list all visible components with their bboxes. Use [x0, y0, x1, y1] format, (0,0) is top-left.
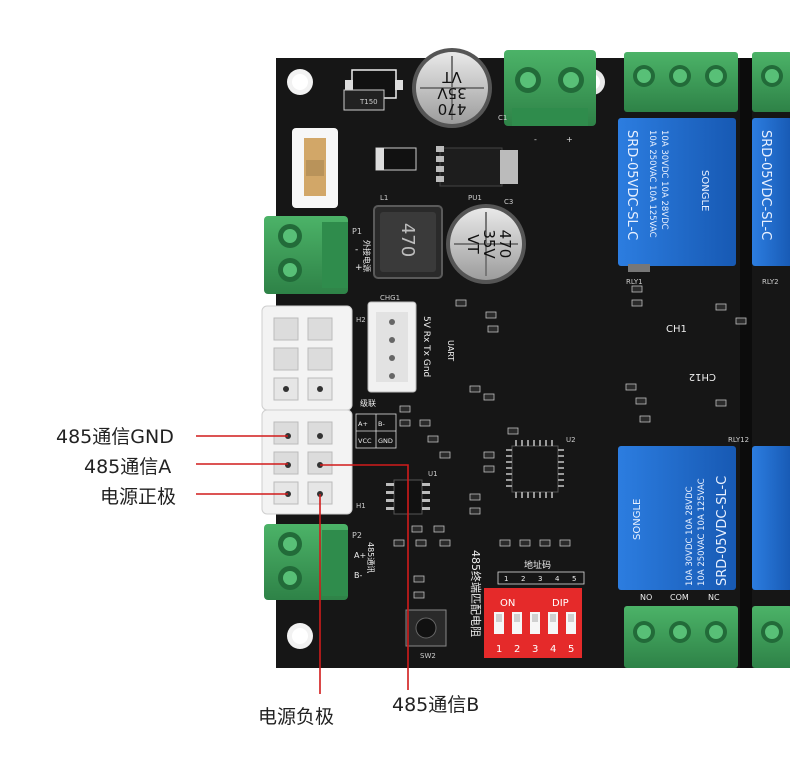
uart-pins-label: 5V Rx Tx Gnd — [421, 316, 431, 377]
dip-num-4: 4 — [550, 644, 556, 655]
callout-485-a: 485通信A — [84, 456, 172, 478]
dip-num-5: 5 — [568, 644, 574, 655]
relay-12: SRD-05VDC-SL-C 10A 250VAC 10A 125VAC 10A… — [618, 446, 736, 590]
dip-title: 地址码 — [524, 559, 551, 571]
pu1-label: PU1 — [468, 194, 482, 202]
fuse-label: T150 — [359, 98, 378, 106]
relay12-brand: SONGLE — [632, 499, 643, 540]
dip-num-1: 1 — [496, 644, 502, 655]
dip-silk-4: 4 — [555, 575, 560, 583]
p2-label: P2 — [352, 531, 362, 540]
c3-label: C3 — [504, 198, 513, 206]
relay-13 — [752, 446, 790, 590]
termination-resistor-label: 485终端匹配电阻 — [469, 550, 483, 637]
relay1-rating1: 10A 250VAC 10A 125VAC — [647, 130, 657, 238]
relay-terminal-top-1 — [624, 52, 738, 112]
connector-h2: H2 — [261, 305, 366, 411]
relay12-rating1: 10A 250VAC 10A 125VAC — [697, 478, 707, 586]
capacitor2-series: VT — [464, 234, 482, 254]
connector-h1: H1 — [261, 409, 366, 515]
uart-connector: CHG1 — [367, 294, 417, 393]
u2-label: U2 — [566, 436, 576, 444]
p1-pin-minus: - — [355, 245, 358, 255]
ch1-label: CH1 — [666, 324, 687, 335]
capacitor-voltage: 35V — [437, 84, 467, 102]
rly1-label: RLY1 — [626, 278, 643, 286]
relay-terminal-top-2 — [752, 52, 790, 112]
mcu-u2: U2 — [506, 436, 576, 498]
h2-label: H2 — [356, 316, 366, 324]
dip-num-2: 2 — [514, 644, 520, 655]
dip-switch: 地址码 1 2 3 4 5 ON DIP 1 2 3 4 5 — [484, 559, 585, 658]
inductor-value: 470 — [397, 223, 418, 257]
c1-label: C1 — [498, 114, 507, 122]
relay-terminal-bottom-2 — [752, 606, 790, 668]
relay-terminal-bottom-1 — [624, 606, 738, 668]
terminal-label-com: COM — [670, 593, 689, 602]
dip-brand-label: DIP — [552, 598, 569, 609]
relay2-model: SRD-05VDC-SL-C — [758, 130, 773, 240]
header-pin-a: A+ — [358, 420, 368, 428]
header-pin-b: B- — [378, 420, 385, 428]
dip-silk-5: 5 — [572, 575, 576, 583]
capacitor-c1: 470 35V VT — [412, 48, 492, 128]
uart-label: UART — [446, 340, 455, 361]
relay-1: SRD-05VDC-SL-C 10A 250VAC 10A 125VAC 10A… — [618, 118, 736, 286]
p2-pin-a: A+ — [354, 551, 366, 560]
terminal-block-top — [504, 50, 596, 126]
relay1-brand: SONGLE — [699, 170, 710, 211]
smd-components — [393, 285, 747, 599]
callout-power-positive: 电源正极 — [100, 486, 177, 508]
capacitor-value: 470 — [438, 100, 467, 118]
callout-line-b — [320, 464, 409, 690]
terminal-label-nc: NC — [708, 593, 720, 602]
inductor-l1: 470 L1 — [373, 194, 443, 279]
header-pin-vcc: VCC — [358, 437, 372, 445]
u1-label: U1 — [428, 470, 438, 478]
dip-silk-2: 2 — [521, 575, 525, 583]
l1-label: L1 — [380, 194, 388, 202]
reset-button-sw2: SW2 — [405, 609, 447, 660]
dip-on-label: ON — [500, 598, 515, 609]
capacitor2-voltage: 35V — [480, 229, 498, 259]
capacitor2-value: 470 — [496, 230, 514, 259]
dip-silk-3: 3 — [538, 575, 542, 583]
voltage-regulator: PU1 — [436, 146, 518, 202]
rs485-terminal-block — [264, 524, 348, 600]
p1-label: P1 — [352, 227, 362, 236]
callout-485-gnd: 485通信GND — [56, 426, 174, 448]
p2-pin-b: B- — [354, 571, 362, 580]
relay1-rating2: 10A 30VDC 10A 28VDC — [659, 130, 669, 230]
rly12-label: RLY12 — [728, 436, 749, 444]
chg1-label: CHG1 — [380, 294, 400, 302]
capacitor-series: VT — [441, 68, 461, 86]
terminal-label-no: NO — [640, 593, 652, 602]
sw2-label: SW2 — [420, 652, 436, 660]
rly2-label: RLY2 — [762, 278, 779, 286]
callout-485-b: 485通信B — [392, 694, 480, 716]
fuse — [292, 128, 338, 208]
relay12-rating2: 10A 30VDC 10A 28VDC — [685, 486, 695, 586]
callout-power-negative: 电源负极 — [258, 706, 335, 728]
relay12-model: SRD-05VDC-SL-C — [715, 476, 730, 586]
power-label: 外接电源 — [362, 240, 372, 272]
cascade-label: 级联 — [360, 398, 376, 408]
relay1-model: SRD-05VDC-SL-C — [624, 130, 639, 240]
cascade-pinout: 级联 A+ B- VCC GND — [355, 398, 397, 449]
ch12-label: CH12 — [689, 371, 716, 382]
dip-num-3: 3 — [532, 644, 538, 655]
h1-label: H1 — [356, 502, 366, 510]
p1-pin-plus: + — [355, 263, 363, 273]
header-pin-gnd: GND — [378, 437, 393, 445]
power-terminal-block — [264, 216, 348, 294]
callout-lines — [196, 435, 409, 694]
relay-out-plus: + — [566, 135, 573, 144]
relay-out-minus: - — [534, 135, 537, 144]
dip-silk-1: 1 — [504, 575, 508, 583]
capacitor-c3: 470 35V VT C3 — [446, 198, 526, 284]
relay-2: SRD-05VDC-SL-C RLY2 — [752, 118, 790, 286]
rs485-label: 485通讯 — [366, 542, 376, 573]
